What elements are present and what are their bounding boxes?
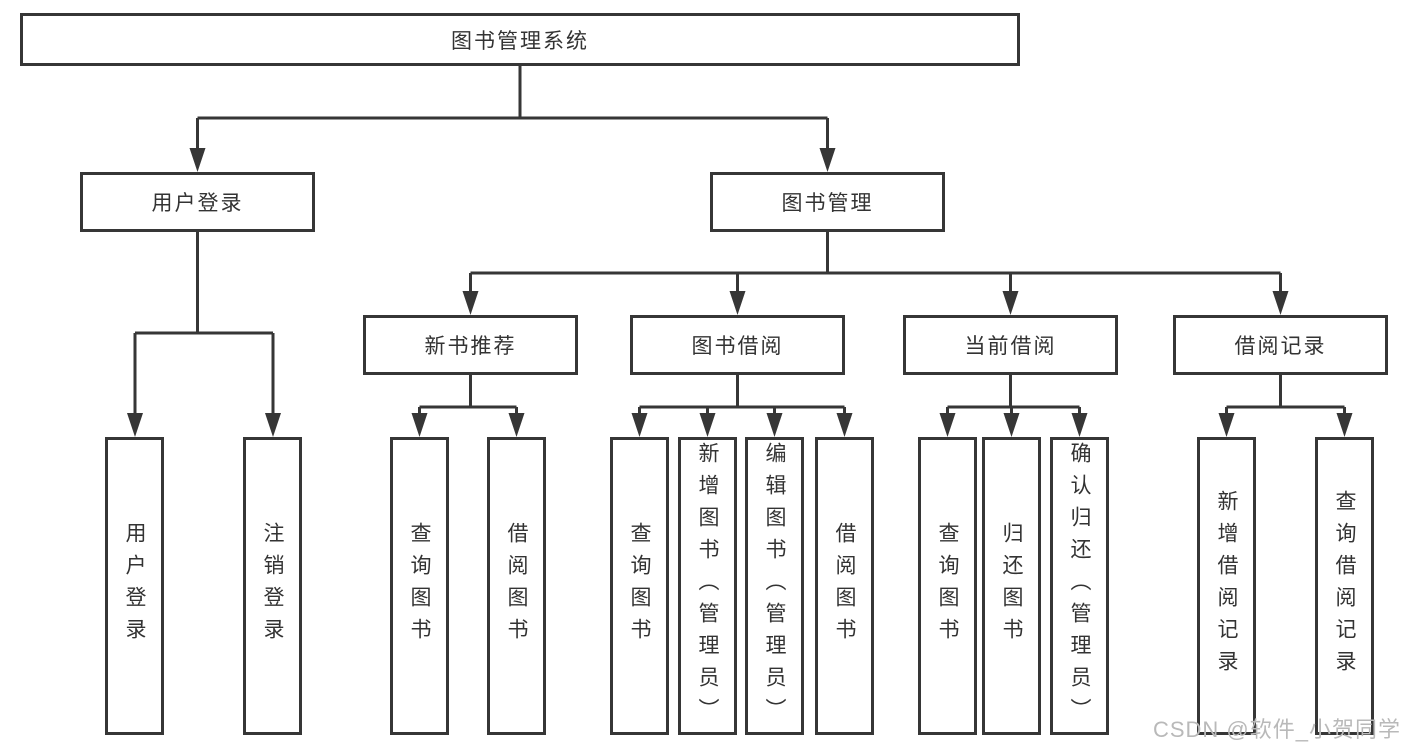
arrowhead xyxy=(819,148,836,172)
node-user-login-label: 用户登录 xyxy=(151,192,244,215)
connector-book-borrow-branch xyxy=(631,375,853,437)
arrowhead xyxy=(265,413,281,437)
node-book-management: 图书管理 xyxy=(710,172,945,232)
connector-root-to-level2 xyxy=(189,66,836,172)
leaf-borrow-book: 借阅图书 xyxy=(815,437,874,735)
leaf-add-borrow-record: 新增借阅记录 xyxy=(1197,437,1256,735)
arrowhead xyxy=(189,148,206,172)
arrowhead xyxy=(939,413,956,437)
node-new-book-recommend-label: 新书推荐 xyxy=(424,335,517,358)
leaf-recommend-query-book-label: 查询图书 xyxy=(408,522,431,650)
arrowhead xyxy=(462,291,479,315)
arrowhead xyxy=(836,413,853,437)
leaf-current-query-book-label: 查询图书 xyxy=(936,522,959,650)
leaf-recommend-borrow-book-label: 借阅图书 xyxy=(505,522,528,650)
leaf-recommend-borrow-book: 借阅图书 xyxy=(487,437,546,735)
connector-borrow-records-branch xyxy=(1218,375,1353,437)
arrowhead xyxy=(1071,413,1088,437)
node-current-borrow: 当前借阅 xyxy=(903,315,1118,375)
node-current-borrow-label: 当前借阅 xyxy=(964,335,1057,358)
connector-book-management-branch xyxy=(462,232,1289,315)
connector-user-login-branch xyxy=(127,232,281,437)
arrowhead xyxy=(411,413,428,437)
leaf-return-book: 归还图书 xyxy=(982,437,1041,735)
arrowhead xyxy=(1003,413,1020,437)
leaf-user-login-label: 用户登录 xyxy=(123,522,146,650)
leaf-borrow-query-book: 查询图书 xyxy=(610,437,669,735)
node-borrow-records-label: 借阅记录 xyxy=(1234,335,1327,358)
connector-new-book-branch xyxy=(411,375,525,437)
arrowhead xyxy=(1336,413,1353,437)
leaf-logout-label: 注销登录 xyxy=(261,522,284,650)
node-book-management-label: 图书管理 xyxy=(781,192,874,215)
leaf-recommend-query-book: 查询图书 xyxy=(390,437,449,735)
leaf-add-book-admin: 新增图书（管理员） xyxy=(678,437,737,735)
leaf-query-borrow-record: 查询借阅记录 xyxy=(1315,437,1374,735)
node-new-book-recommend: 新书推荐 xyxy=(363,315,578,375)
leaf-user-login: 用户登录 xyxy=(105,437,164,735)
arrowhead xyxy=(1002,291,1019,315)
leaf-return-book-label: 归还图书 xyxy=(1000,522,1023,650)
leaf-edit-book-admin: 编辑图书（管理员） xyxy=(745,437,804,735)
connector-current-borrow-branch xyxy=(939,375,1088,437)
arrowhead xyxy=(729,291,746,315)
node-book-borrow-label: 图书借阅 xyxy=(691,335,784,358)
leaf-confirm-return-admin: 确认归还（管理员） xyxy=(1050,437,1109,735)
arrowhead xyxy=(699,413,716,437)
arrowhead xyxy=(508,413,525,437)
node-user-login: 用户登录 xyxy=(80,172,315,232)
node-book-borrow: 图书借阅 xyxy=(630,315,845,375)
arrowhead xyxy=(127,413,143,437)
node-borrow-records: 借阅记录 xyxy=(1173,315,1388,375)
leaf-current-query-book: 查询图书 xyxy=(918,437,977,735)
leaf-confirm-return-admin-label: 确认归还（管理员） xyxy=(1068,442,1091,730)
leaf-borrow-query-book-label: 查询图书 xyxy=(628,522,651,650)
leaf-edit-book-admin-label: 编辑图书（管理员） xyxy=(763,442,786,730)
watermark: CSDN @软件_小贺同学 xyxy=(1152,717,1401,742)
arrowhead xyxy=(766,413,783,437)
leaf-add-borrow-record-label: 新增借阅记录 xyxy=(1215,490,1238,682)
leaf-logout: 注销登录 xyxy=(243,437,302,735)
leaf-add-book-admin-label: 新增图书（管理员） xyxy=(696,442,719,730)
arrowhead xyxy=(1272,291,1289,315)
arrowhead xyxy=(1218,413,1235,437)
arrowhead xyxy=(631,413,648,437)
node-root: 图书管理系统 xyxy=(20,13,1020,66)
node-root-label: 图书管理系统 xyxy=(451,29,589,53)
leaf-borrow-book-label: 借阅图书 xyxy=(833,522,856,650)
leaf-query-borrow-record-label: 查询借阅记录 xyxy=(1333,490,1356,682)
